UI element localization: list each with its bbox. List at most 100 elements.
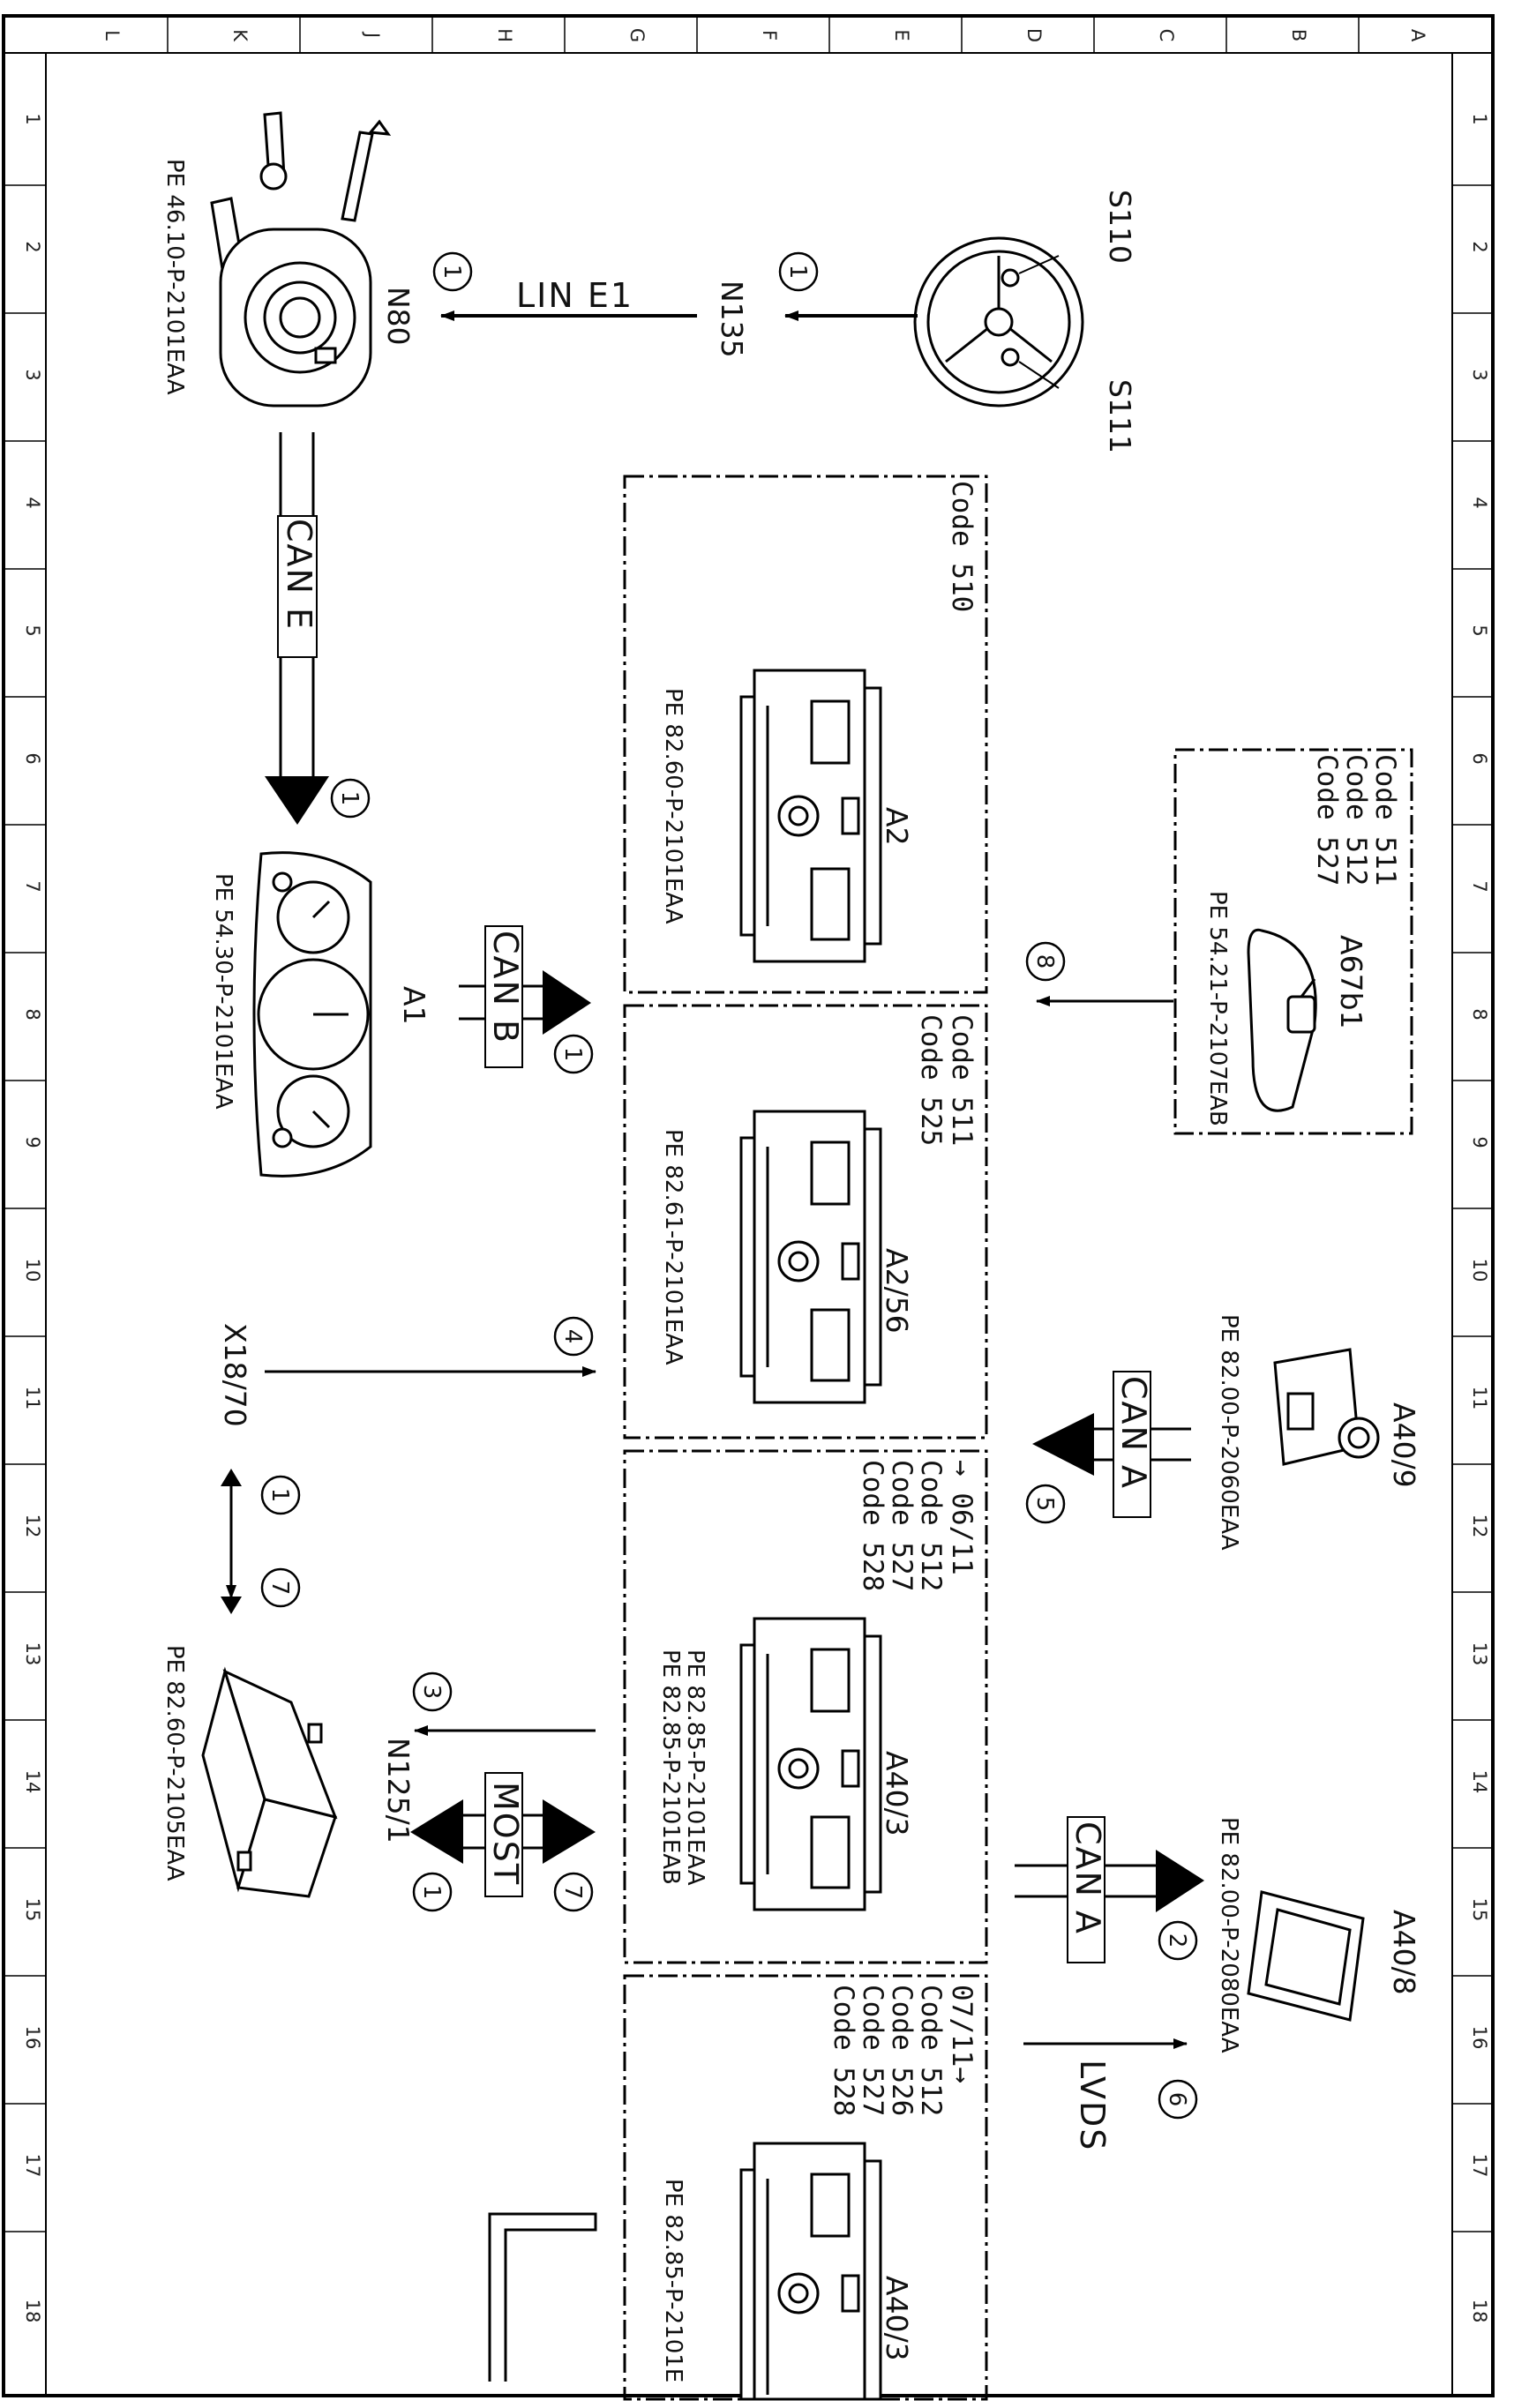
col-B: B [1288, 29, 1309, 41]
badge-updown-7 [260, 1567, 301, 1608]
mirror-code-box [1173, 748, 1413, 1135]
svg-text:12: 12 [1469, 1514, 1490, 1538]
label-s110: S110 [1103, 190, 1137, 264]
badge-updown-1 [260, 1475, 301, 1515]
svg-text:2: 2 [22, 241, 43, 252]
col-E: E [891, 29, 912, 41]
label-a40-3b: A40/3 [880, 2276, 914, 2361]
code-527-mirror: Code 527 [1311, 754, 1343, 886]
svg-text:9: 9 [22, 1136, 43, 1148]
pe-n80: PE 46.10-P-2101EAA [161, 159, 188, 395]
svg-text:6: 6 [1164, 2092, 1190, 2107]
svg-text:12: 12 [22, 1514, 43, 1538]
label-a40-8: A40/8 [1387, 1910, 1421, 1995]
mirror-icon [1247, 928, 1317, 1112]
radio-unit-a40-3b-icon [739, 2142, 882, 2401]
svg-text:6: 6 [22, 752, 43, 764]
arrow-can-a-2 [1156, 1850, 1204, 1912]
badge-x18 [553, 1316, 594, 1357]
col-H: H [494, 28, 515, 42]
label-n125-1: N125/1 [381, 1738, 416, 1843]
pe-a40-9: PE 82.00-P-2060EAA [1216, 1314, 1242, 1551]
label-x18-70: X18/70 [218, 1323, 252, 1427]
col-A: A [1407, 29, 1428, 42]
badge-can-a-2 [1158, 1920, 1198, 1961]
svg-text:5: 5 [22, 624, 43, 636]
svg-text:10: 10 [1469, 1259, 1490, 1283]
label-n80: N80 [381, 287, 416, 346]
svg-text:14: 14 [22, 1770, 43, 1794]
code-526-box4: Code 526 [886, 1985, 918, 2116]
svg-text:4: 4 [22, 497, 43, 508]
label-can-a-1: CAN A [1114, 1376, 1153, 1490]
svg-text:2: 2 [1469, 241, 1490, 252]
col-J: J [362, 31, 383, 38]
radio-unit-a2-icon [739, 669, 882, 963]
steering-column-module-icon [210, 111, 392, 408]
badge-mirror [1025, 941, 1066, 982]
label-can-b: CAN B [486, 931, 525, 1044]
svg-text:16: 16 [22, 2026, 43, 2050]
code-528-box4: Code 528 [828, 1985, 859, 2116]
svg-text:18: 18 [22, 2300, 43, 2323]
code-528-box3: Code 528 [857, 1460, 888, 1591]
grid-columns [167, 16, 1360, 53]
label-can-a-2: CAN A [1068, 1821, 1107, 1935]
arrow-can-e [265, 776, 329, 825]
label-s111: S111 [1103, 379, 1137, 453]
pe-a1: PE 54.30-P-2101EAA [210, 873, 236, 1110]
svg-text:3: 3 [418, 1685, 445, 1700]
svg-text:3: 3 [1469, 369, 1490, 380]
svg-text:15: 15 [22, 1898, 43, 1922]
svg-text:7: 7 [559, 1885, 586, 1900]
code-511-box2: Code 511 [946, 1014, 978, 1146]
svg-text:8: 8 [22, 1008, 43, 1020]
badge-most-7 [553, 1872, 594, 1912]
svg-text:7: 7 [266, 1581, 293, 1596]
svg-text:17: 17 [1469, 2154, 1490, 2178]
svg-text:1: 1 [438, 265, 465, 280]
svg-text:8: 8 [1031, 954, 1058, 969]
svg-text:16: 16 [1469, 2026, 1490, 2050]
svg-text:6: 6 [1469, 752, 1490, 764]
col-K: K [229, 29, 251, 42]
svg-text:13: 13 [1469, 1642, 1490, 1666]
arrow-most-left [410, 1799, 463, 1864]
code-512-box4: Code 512 [915, 1985, 947, 2116]
code-510: Code 510 [946, 481, 978, 612]
instrument-cluster-icon [252, 851, 372, 1178]
badge-a1-top [330, 778, 371, 819]
row-numbers: 1 1 2 2 3 3 4 4 5 5 6 6 7 7 8 8 9 9 10 1… [22, 113, 1490, 2322]
pe-a40-3-1: PE 82.85-P-2101EAA [682, 1649, 708, 1886]
svg-text:18: 18 [1469, 2300, 1490, 2323]
col-D: D [1023, 28, 1045, 42]
svg-text:14: 14 [1469, 1770, 1490, 1794]
code-527-box4: Code 527 [857, 1985, 888, 2116]
pe-a40-8: PE 82.00-P-2080EAA [1216, 1817, 1242, 2053]
svg-text:15: 15 [1469, 1898, 1490, 1922]
radio-unit-a40-3-icon [739, 1617, 882, 1911]
svg-text:10: 10 [22, 1259, 43, 1283]
badge-n135 [778, 251, 819, 292]
date-box4: 07/11→ [946, 1985, 978, 2083]
label-a67b1: A67b1 [1334, 935, 1368, 1029]
label-lin-e1: LIN E1 [516, 276, 633, 315]
label-a1: A1 [397, 986, 431, 1025]
svg-text:1: 1 [784, 265, 811, 280]
badge-most-1 [412, 1872, 453, 1912]
radio-unit-a2-56-icon [739, 1110, 882, 1404]
label-can-e: CAN E [280, 519, 319, 631]
pe-a67b1: PE 54.21-P-2107EAB [1204, 891, 1231, 1126]
display-a40-8-icon [1247, 1890, 1365, 2022]
label-most: MOST [486, 1782, 525, 1886]
label-n135: N135 [715, 280, 749, 358]
badge-can-b [553, 1034, 594, 1074]
grid-rows [4, 184, 1493, 2232]
camera-a40-9-icon [1273, 1348, 1380, 1466]
svg-text:4: 4 [1469, 497, 1490, 508]
pe-a2: PE 82.60-P-2101EAA [660, 688, 686, 924]
svg-text:1: 1 [559, 1047, 586, 1062]
steering-wheel-icon [913, 236, 1084, 408]
svg-text:5: 5 [1031, 1497, 1058, 1512]
